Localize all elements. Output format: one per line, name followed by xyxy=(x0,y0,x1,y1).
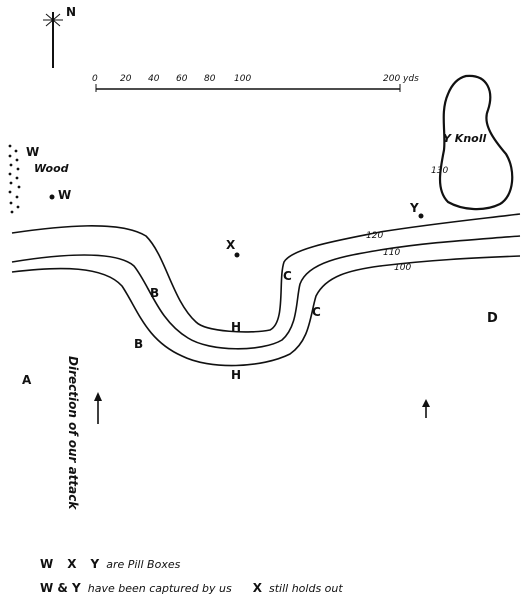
scale-tick-80: 80 xyxy=(204,74,216,84)
wood-label: Wood xyxy=(34,162,69,175)
point-c2-label: C xyxy=(312,305,321,319)
legend-x: X xyxy=(67,557,77,571)
legend-y: Y xyxy=(90,557,100,571)
legend-holds-text: still holds out xyxy=(269,582,343,595)
point-h2-label: H xyxy=(231,368,241,382)
legend-w: W xyxy=(40,557,54,571)
attack-arrow-left-icon xyxy=(94,392,102,424)
point-c1-label: C xyxy=(283,269,292,283)
knoll-height-label: 130 xyxy=(431,166,448,176)
pillbox-w2-label: W xyxy=(58,188,71,202)
pillbox-y-marker xyxy=(418,213,424,219)
contour-110-label: 110 xyxy=(383,248,400,258)
legend-pillbox-text: are Pill Boxes xyxy=(106,558,181,571)
attack-direction-label: Direction of our attack xyxy=(66,356,80,510)
pillbox-y-label: Y xyxy=(409,201,419,215)
pillbox-x-label: X xyxy=(226,238,236,252)
contour-110 xyxy=(11,235,521,350)
legend-line-1: W X Y are Pill Boxes xyxy=(40,557,180,571)
point-h1-label: H xyxy=(231,320,241,334)
contour-100-label: 100 xyxy=(394,263,411,273)
pillbox-x-marker xyxy=(234,252,240,258)
contour-100 xyxy=(11,255,521,367)
scale-tick-20: 20 xyxy=(120,74,132,84)
legend-x2: X xyxy=(252,581,262,595)
contour-120 xyxy=(11,213,521,333)
attack-arrow-right-icon xyxy=(422,399,430,418)
point-a-label: A xyxy=(22,373,32,387)
scale-tick-100: 100 xyxy=(234,74,251,84)
north-arrow-icon xyxy=(43,12,63,68)
scale-tick-40: 40 xyxy=(148,74,160,84)
legend-wy: W & Y xyxy=(40,581,81,595)
scale-tick-60: 60 xyxy=(176,74,188,84)
point-b1-label: B xyxy=(150,286,159,300)
legend-captured-text: have been captured by us xyxy=(87,582,232,595)
point-d-label: D xyxy=(487,311,498,326)
pillbox-w-marker xyxy=(49,194,55,200)
contour-120-label: 120 xyxy=(366,231,383,241)
north-label: N xyxy=(66,5,76,19)
scale-tick-200: 200 yds xyxy=(383,74,419,84)
pillbox-w-label: W xyxy=(26,145,39,159)
legend-line-2: W & Y have been captured by us X still h… xyxy=(40,581,343,595)
scale-tick-0: 0 xyxy=(92,74,98,84)
knoll-label: Y Knoll xyxy=(443,132,486,145)
point-b2-label: B xyxy=(134,337,143,351)
scale-bar: 0 20 40 60 80 100 200 yds xyxy=(92,74,419,92)
wood-dots xyxy=(8,144,21,214)
knoll-outline xyxy=(438,74,514,211)
